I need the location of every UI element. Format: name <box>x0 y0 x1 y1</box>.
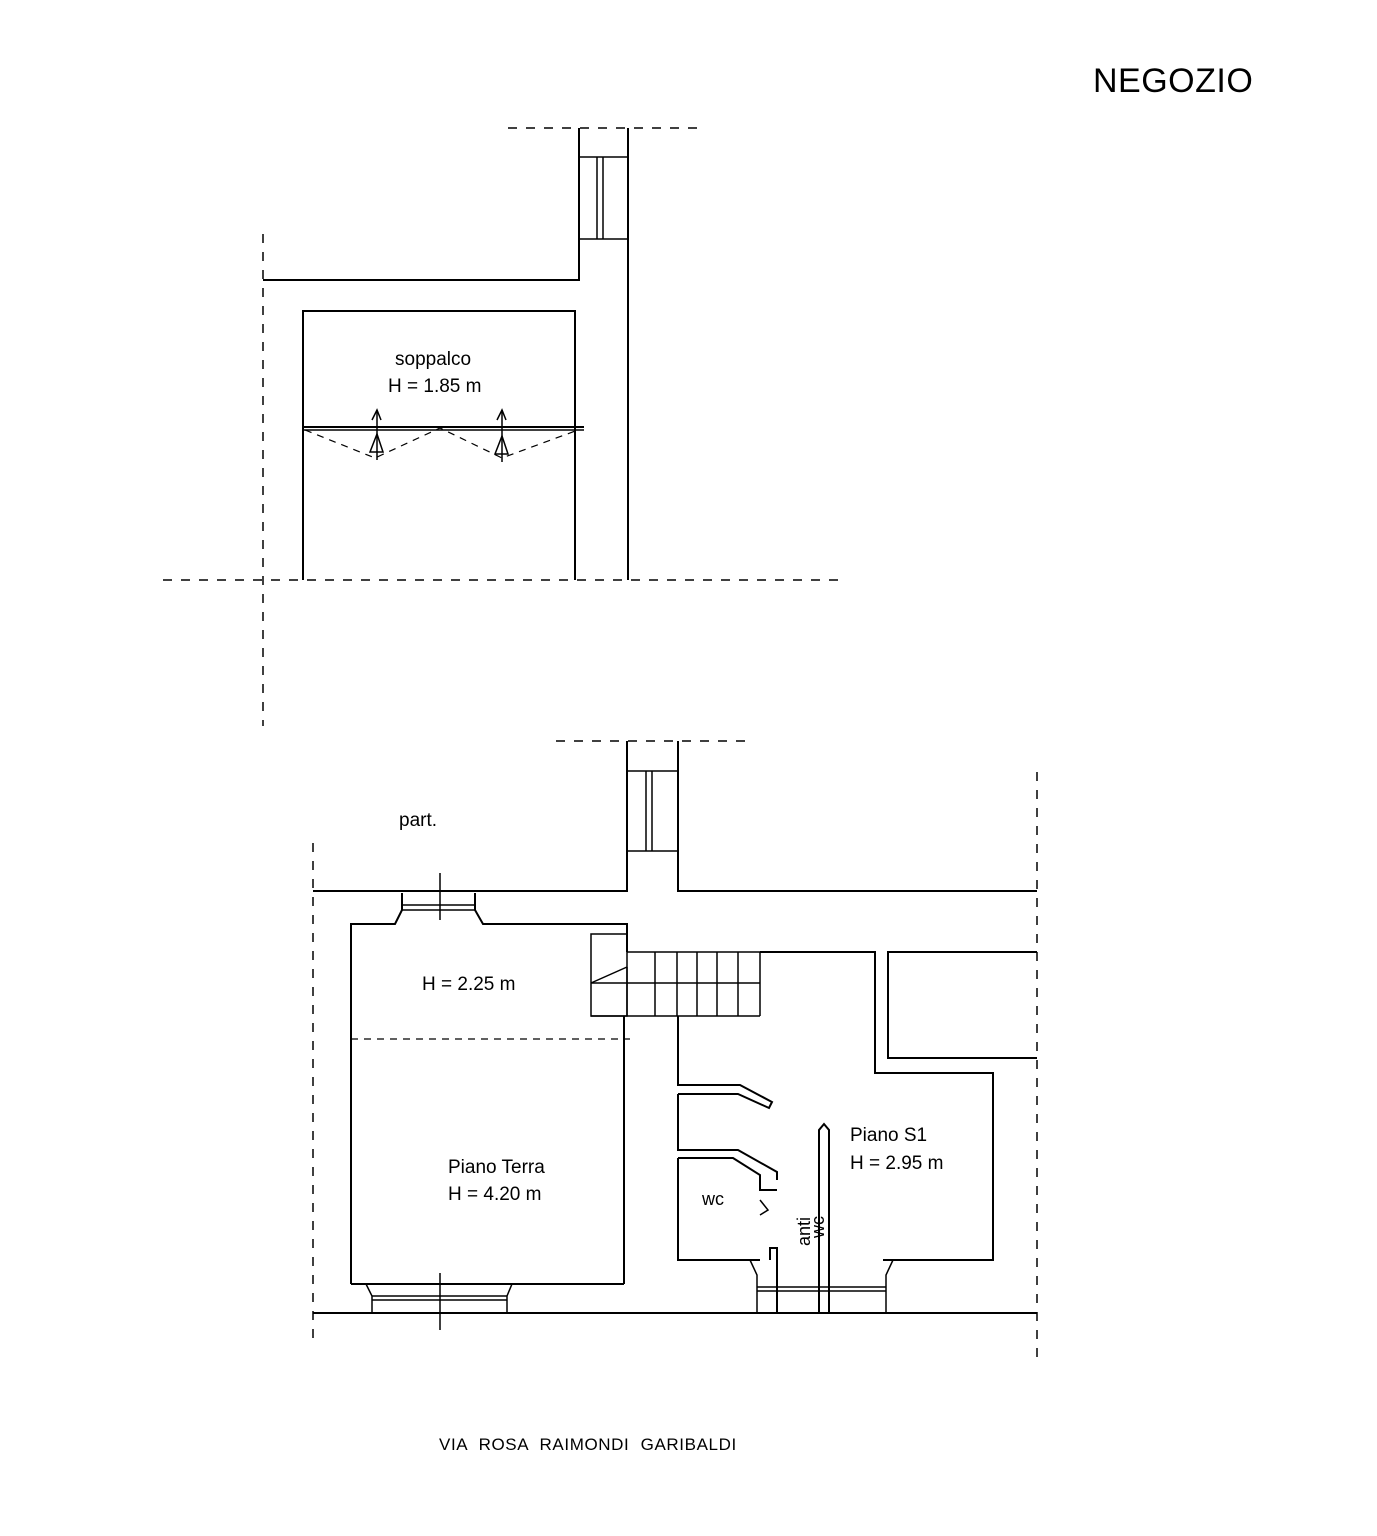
ground-room-height: H = 4.20 m <box>448 1184 542 1205</box>
wall <box>677 1016 774 1110</box>
upper-height-label: H = 2.25 m <box>422 974 516 995</box>
wall <box>263 128 580 281</box>
wc-label: wc <box>702 1189 724 1209</box>
mezzanine-plan <box>163 127 842 726</box>
window-symbol <box>626 770 679 852</box>
wall <box>313 741 628 892</box>
wc-wall <box>677 1158 760 1261</box>
ceiling-zigzag <box>304 427 579 459</box>
anti-wc-label-2: wc <box>808 1216 828 1238</box>
street-name: VIA ROSA RAIMONDI GARIBALDI <box>439 1435 737 1454</box>
partition-wall <box>818 1122 830 1313</box>
wall <box>677 1094 778 1180</box>
wall <box>350 893 403 1284</box>
light-fixture-icon <box>368 408 385 460</box>
staircase <box>590 933 761 1017</box>
wc-wall <box>678 1157 777 1191</box>
ground-floor-plan <box>312 740 1038 1362</box>
wall <box>760 951 994 1261</box>
wall <box>769 1247 778 1313</box>
wall <box>474 893 628 952</box>
page-title: NEGOZIO <box>1093 62 1254 100</box>
part-label: part. <box>399 810 438 831</box>
basement-room-height: H = 2.95 m <box>850 1153 944 1174</box>
light-fixture-icon <box>493 408 510 462</box>
mezzanine-height: H = 1.85 m <box>388 376 482 397</box>
mezzanine-outline <box>302 310 576 580</box>
wall <box>887 951 1037 1059</box>
basement-room-name: Piano S1 <box>850 1125 928 1146</box>
mezzanine-name: soppalco <box>395 349 472 370</box>
ground-room-name: Piano Terra <box>448 1157 545 1178</box>
shop-window <box>365 1273 513 1330</box>
window-symbol <box>578 156 629 240</box>
basement-window <box>749 1259 894 1313</box>
wall <box>677 741 1037 892</box>
